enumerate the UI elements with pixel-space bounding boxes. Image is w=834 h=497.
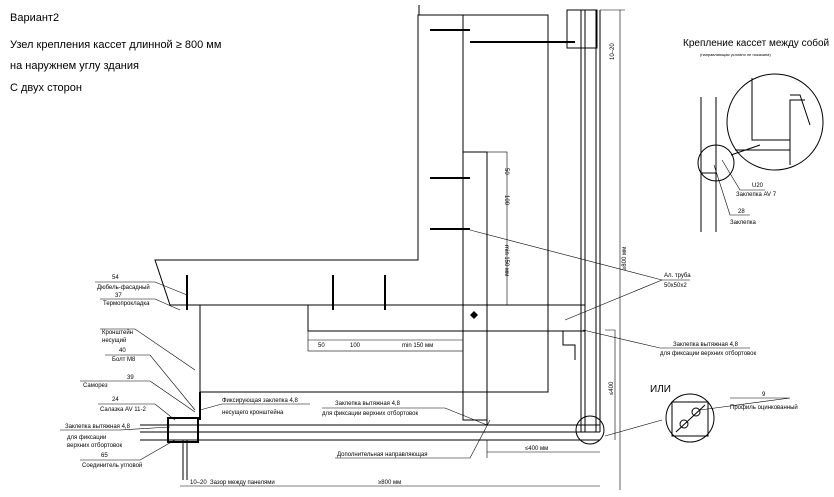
label-profile: Профиль оцинкованный [730, 404, 798, 411]
label-65-num: 65 [101, 453, 108, 459]
bracket-horizontal [307, 304, 586, 332]
dim-50-vertical: 50 [503, 168, 509, 175]
dim-height-800: ≥800 мм [622, 247, 628, 270]
dim-100: 100 [350, 343, 361, 349]
label-54-num: 54 [112, 275, 119, 281]
corner-connector-left [167, 417, 199, 443]
detail-circle-corner [575, 415, 605, 445]
facade-panel-bottom [140, 424, 600, 441]
label-39-name: Саморез [83, 383, 108, 389]
label-pull-rivet-sub: для фиксации верхних отбортовок [322, 411, 419, 417]
inset-rivet-av7: Заклепка AV 7 [736, 192, 777, 198]
variant-label: Вариант2 [10, 12, 59, 24]
middle-callouts: Фиксирующая заклепка 4,8 несущего кроншт… [199, 398, 491, 459]
label-rivet: Заклепка вытяжная 4,8 [65, 424, 131, 430]
corner-connector-top [566, 9, 598, 49]
label-tube-size: 50х50х2 [664, 283, 687, 289]
label-40-name: Болт М8 [112, 357, 136, 363]
dim-zone-vertical [486, 151, 508, 306]
left-callouts: 54 Дюбель-фасадный 37 Термопрокладка Кро… [60, 275, 196, 469]
dim-le400-vertical: ≤400 [609, 381, 615, 395]
label-or: ИЛИ [650, 384, 671, 395]
dim-min150: min 150 мм [402, 343, 433, 349]
label-24-name: Салазка AV 11-2 [100, 407, 146, 413]
label-24-num: 24 [112, 397, 119, 403]
label-bracket-sub: несущий [102, 337, 126, 344]
facade-panel-vertical [580, 10, 601, 432]
label-tube: Ал. труба [664, 273, 691, 279]
inset-28: 28 [738, 209, 745, 215]
header: Вариант2 Узел крепления кассет длинной ≥… [10, 12, 221, 94]
label-rivet-sub1: для фиксации [67, 435, 106, 441]
dim-gap-top: 10–20 [610, 43, 616, 60]
dim-zone [307, 330, 464, 352]
label-40-num: 40 [119, 348, 126, 354]
label-bracket: Кронштейн [102, 329, 133, 336]
label-extra-guide: Дополнительная направляющая [337, 452, 428, 458]
sides-label: С двух сторон [10, 82, 82, 94]
title: Узел крепления кассет длинной ≥ 800 мм [10, 39, 221, 51]
dim-min150-vertical: min 150 мм [503, 245, 509, 276]
label-fix-rivet-sub: несущего кронштейна [222, 409, 284, 416]
label-pull-rivet: Заклепка вытяжная 4,8 [335, 401, 401, 407]
label-54-name: Дюбель-фасадный [97, 284, 150, 291]
inset-rivet: Заклепка [730, 220, 756, 226]
label-pull-rivet-right: Заклепка вытяжная 4,8 [673, 342, 739, 348]
dim-le400-horizontal: ≤400 мм [525, 446, 548, 452]
right-callouts: Ал. труба 50х50х2 Заклепка вытяжная 4,8 … [469, 229, 798, 445]
inset-u20: U20 [752, 183, 764, 189]
label-rivet-sub2: верхних отбортовок [67, 443, 122, 449]
anchors [186, 29, 575, 310]
label-pull-rivet-right-sub: для фиксации верхних отбортовок [660, 351, 757, 357]
inset-title: Крепление кассет между собой [683, 37, 829, 49]
subtitle: на наружнем углу здания [10, 60, 139, 72]
label-37-name: Термопрокладка [103, 301, 150, 307]
dim-50: 50 [318, 343, 325, 349]
label-65-name: Соединитель угловой [82, 462, 142, 469]
bracket-vertical [462, 151, 488, 421]
dim-100-vertical: 100 [503, 195, 509, 206]
detail-circle-profile [665, 393, 715, 443]
inset-note: (направляющая условно не показана) [700, 52, 771, 57]
dim-gap-bottom: 10–20 [190, 480, 207, 486]
inset-detail: Крепление кассет между собой (направляющ… [683, 37, 829, 232]
label-fix-rivet: Фиксирующая заклепка 4,8 [222, 398, 299, 404]
label-39-num: 39 [127, 375, 134, 381]
concrete-wall [154, 14, 464, 306]
dim-gap-bottom-label: Зазор между панелями [210, 480, 275, 486]
tube-marker [470, 311, 478, 319]
label-37-num: 37 [115, 293, 122, 299]
insulation-horizontal [199, 304, 549, 393]
label-9-num: 9 [762, 392, 766, 398]
dim-width-800: ≥800 мм [378, 480, 401, 486]
dimension-lines [180, 9, 625, 490]
